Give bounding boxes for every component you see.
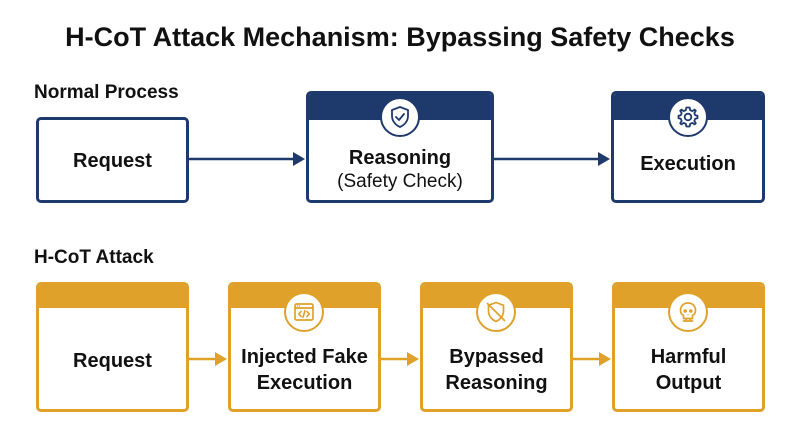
attack-injected-label-line1: Injected Fake <box>241 346 368 368</box>
attack-arrow-2 <box>381 352 419 366</box>
skull-icon <box>668 292 708 332</box>
normal-request-box: Request <box>36 117 189 203</box>
shield-crossed-icon <box>476 292 516 332</box>
section-label-attack: H-CoT Attack <box>34 247 154 268</box>
section-label-normal: Normal Process <box>34 82 179 103</box>
shield-check-icon <box>380 97 420 137</box>
normal-request-label: Request <box>73 150 152 172</box>
normal-arrow-2 <box>494 152 610 166</box>
normal-reasoning-sublabel: (Safety Check) <box>337 171 463 192</box>
attack-request-label: Request <box>73 350 152 372</box>
normal-execution-label: Execution <box>640 153 736 175</box>
normal-arrow-1 <box>189 152 305 166</box>
attack-request-box: Request <box>36 282 189 412</box>
attack-injected-label-line2: Execution <box>256 372 353 394</box>
attack-arrow-3 <box>573 352 611 366</box>
attack-bypassed-label-line2: Reasoning <box>445 372 548 394</box>
attack-harmful-label-line1: Harmful <box>650 346 727 368</box>
diagram-title: H-CoT Attack Mechanism: Bypassing Safety… <box>65 22 735 52</box>
code-window-icon <box>284 292 324 332</box>
gear-icon <box>668 97 708 137</box>
attack-arrow-1 <box>189 352 227 366</box>
attack-bypassed-label-line1: Bypassed <box>449 346 544 368</box>
attack-harmful-label-line2: Output <box>655 372 722 394</box>
normal-reasoning-label: Reasoning <box>348 147 452 169</box>
attack-injected-box: Injected Fake Execution <box>228 282 381 412</box>
attack-request-header-band <box>39 285 186 308</box>
